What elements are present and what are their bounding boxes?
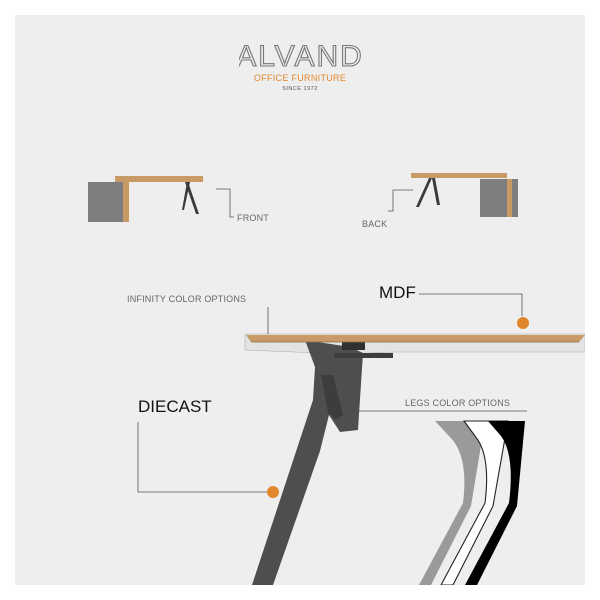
diecast-leader-line: [137, 422, 269, 493]
brand-logo: ALVAND: [239, 39, 361, 73]
brand-since: SINCE 1972: [282, 86, 318, 92]
front-view-desk: [88, 176, 203, 222]
diecast-leg: [252, 340, 363, 585]
diecast-marker: [267, 486, 279, 498]
product-illustration: [88, 173, 585, 585]
mdf-marker: [517, 317, 529, 329]
legs-leader-line: [355, 410, 527, 420]
back-leader-line: [388, 189, 413, 212]
leg-option-white: [440, 420, 509, 585]
leg-option-black: [465, 421, 525, 585]
front-leader-line: [216, 188, 234, 218]
diecast-label: DIECAST: [138, 397, 212, 416]
mdf-leader-line: [419, 293, 523, 316]
front-label: FRONT: [237, 213, 269, 223]
back-view-desk: [411, 173, 518, 217]
brand-logo-text: ALVAND: [239, 40, 361, 73]
brand-tagline: OFFICE FURNITURE: [253, 73, 347, 83]
leg-color-options: [419, 420, 525, 585]
product-canvas: ALVAND OFFICE FURNITURE SINCE 1972: [15, 15, 585, 585]
back-label: BACK: [362, 219, 388, 229]
infinity-color-label: INFINITY COLOR OPTIONS: [127, 294, 247, 304]
leg-option-gray: [419, 421, 485, 585]
mdf-label: MDF: [379, 283, 416, 302]
legs-color-label: LEGS COLOR OPTIONS: [405, 398, 511, 408]
mdf-top: [246, 335, 585, 342]
